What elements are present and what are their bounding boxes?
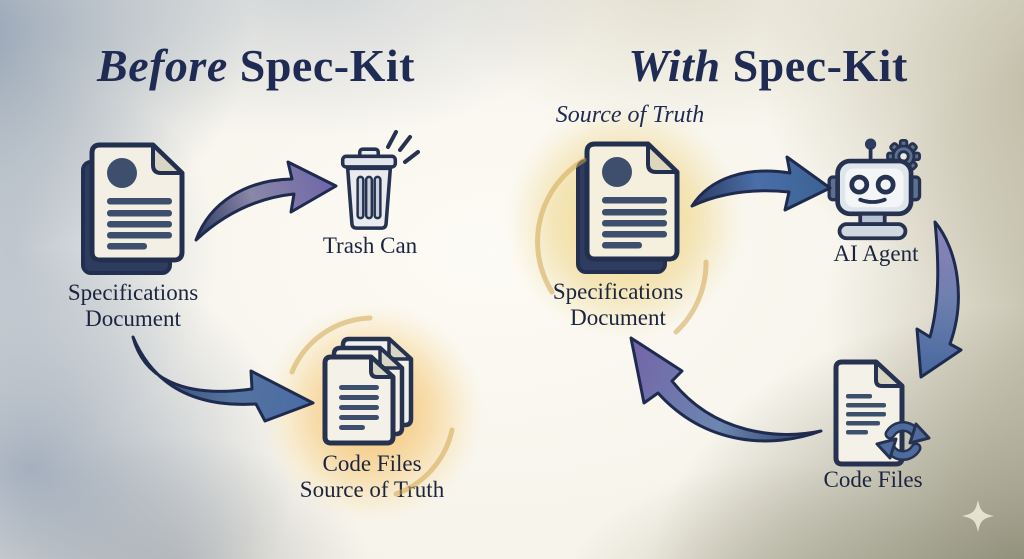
code-files-label-left: Code Files Source of Truth [282,451,462,503]
title-before-rest: Spec-Kit [227,40,415,91]
spec-doc-label-right: Specifications Document [518,279,718,331]
sparkle-icon [962,500,994,532]
title-before-spec-kit: Before Spec-Kit [0,40,512,92]
arrow-code-files-to-doc [629,336,823,443]
spec-doc-label-right-line1: Specifications [552,279,684,304]
trash-can-label: Trash Can [300,233,440,259]
trash-can-label-text: Trash Can [322,233,418,258]
documents-stack-icon [322,336,414,446]
arrow-doc-to-trash [194,160,338,242]
ai-agent-label-text: AI Agent [833,241,919,266]
code-files-label-left-line2: Source of Truth [299,477,445,502]
sync-arrows-icon [875,421,931,461]
spec-doc-label-left: Specifications Document [33,280,233,332]
source-of-truth-caption-text: Source of Truth [555,102,705,128]
code-files-label-left-line1: Code Files [322,451,422,476]
spec-doc-label-left-line2: Document [85,306,181,331]
code-files-label-right-text: Code Files [823,467,923,492]
title-with-italic: With [628,40,721,91]
document-icon [576,141,680,274]
trash-can-icon [340,147,398,230]
document-sync-icon [833,359,931,467]
title-before-italic: Before [97,40,228,91]
source-of-truth-caption: Source of Truth [530,102,730,128]
spec-doc-label-left-line1: Specifications [67,280,199,305]
robot-icon [827,138,922,241]
ai-agent-label: AI Agent [815,241,937,267]
title-with-rest: Spec-Kit [720,40,908,91]
code-files-label-right: Code Files [812,467,934,493]
title-with-spec-kit: With Spec-Kit [512,40,1024,92]
document-icon [81,142,185,275]
spec-doc-label-right-line2: Document [570,305,666,330]
